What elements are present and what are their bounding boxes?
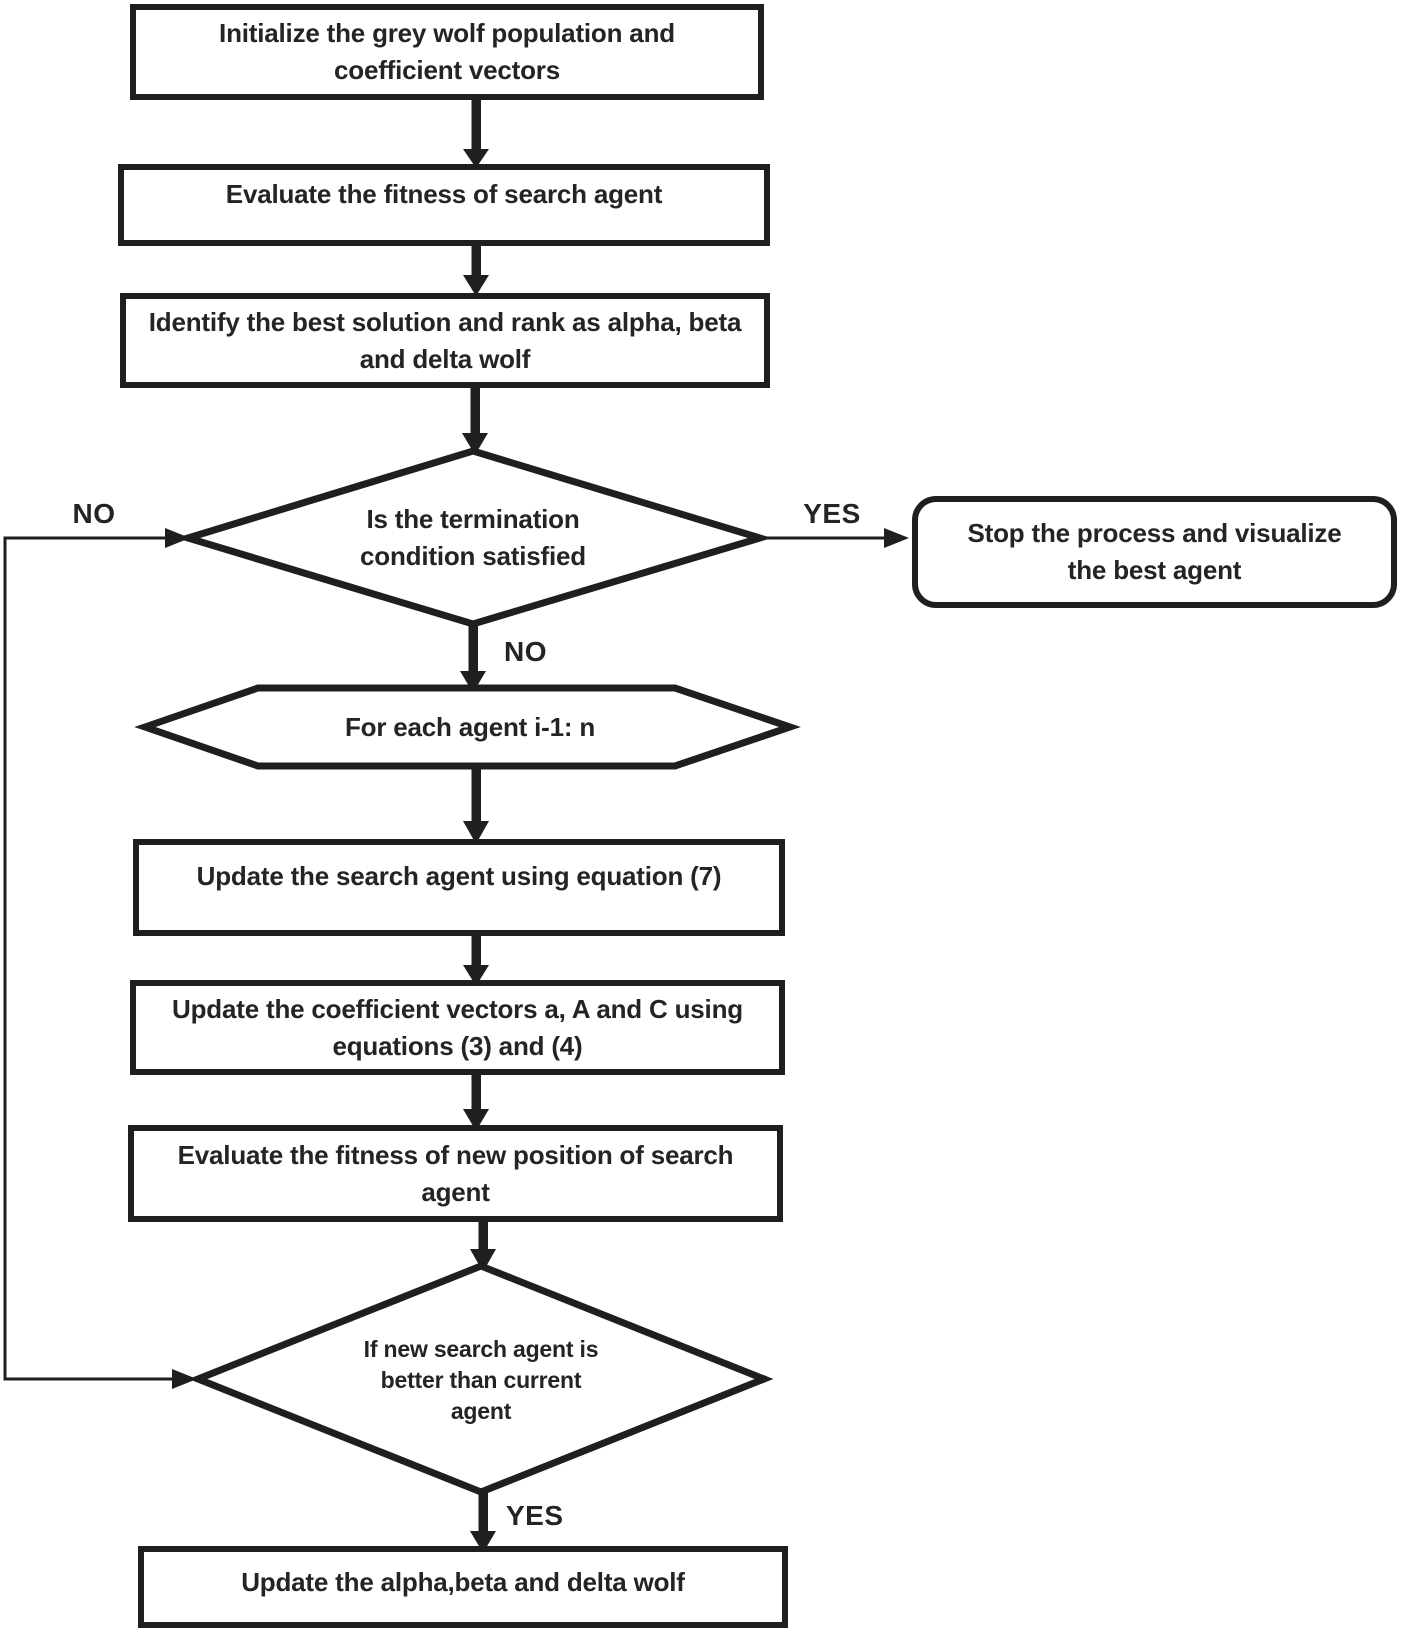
node-label: Update the coefficient vectors a, A and … [172,993,743,1061]
flow-arrow-foreach-to-update-agent [463,764,489,844]
node-label: Update the search agent using equation (… [196,861,722,891]
flow-arrow-better-to-update-wolves [470,1492,496,1553]
flow-arrow-update-agent-to-update-coeff [463,936,489,986]
flow-arrow-evaluate-to-identify [463,246,489,296]
edge-label-yes-termination: YES [803,498,861,529]
edge-label-no-termination: NO [504,636,547,667]
flow-arrow-termination-to-foreach [460,620,486,693]
node-label: Stop the process and visualize the best … [967,518,1342,585]
node-update-coefficient-vectors: Update the coefficient vectors a, A and … [130,980,785,1075]
node-stop-terminator: Stop the process and visualize the best … [912,496,1397,608]
edge-termination-yes [760,528,909,548]
node-label: Evaluate the fitness of search agent [225,178,663,209]
node-label: Identify the best solution and rank as a… [148,306,742,374]
flow-arrow-evaluate-new-to-better [470,1222,496,1272]
node-update-search-agent: Update the search agent using equation (… [133,839,785,936]
loopback-connector [3,528,197,1389]
node-initialize-population: Initialize the grey wolf population and … [130,4,764,100]
flow-arrow-init-to-evaluate [463,100,489,168]
flow-arrow-update-coeff-to-evaluate-new [463,1075,489,1131]
node-evaluate-new-position: Evaluate the fitness of new position of … [128,1125,783,1222]
edge-label-yes-better: YES [506,1500,564,1531]
decision-better-shape [188,1262,774,1496]
node-label: Update the alpha,beta and delta wolf [241,1566,685,1597]
decision-termination-shape [175,447,773,628]
arrowhead-into-better-check [172,1369,197,1389]
node-identify-best-solution: Identify the best solution and rank as a… [120,293,770,388]
node-evaluate-fitness: Evaluate the fitness of search agent [118,164,770,246]
node-label: Initialize the grey wolf population and … [219,18,675,85]
node-update-alpha-beta-delta: Update the alpha,beta and delta wolf [138,1546,788,1628]
loop-for-each-shape [134,684,801,770]
edge-label-no-loopback: NO [72,498,116,529]
node-label: Evaluate the fitness of new position of … [177,1139,734,1207]
flow-arrow-identify-to-termination [462,388,488,455]
